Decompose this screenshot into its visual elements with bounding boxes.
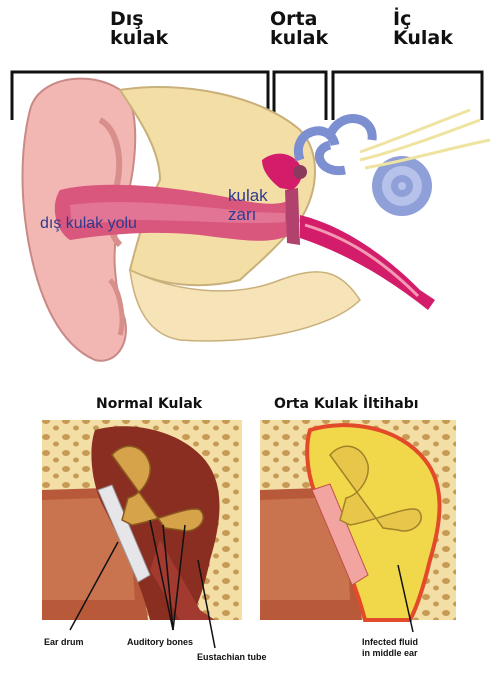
outer-ear-line-2: kulak — [110, 27, 169, 49]
lower-tissue — [129, 268, 361, 342]
eardrum-label: kulak zarı — [228, 186, 268, 224]
inner-ear-line-2: Kulak — [393, 27, 453, 49]
middle-ear-title: Orta kulak — [270, 10, 328, 48]
inner-ear-title: İç Kulak — [393, 10, 453, 48]
pointer-lines — [69, 519, 414, 649]
ear-drum-label: Ear drum — [44, 637, 84, 647]
eardrum-label-line-2: zarı — [228, 205, 257, 224]
ossicles — [262, 153, 303, 190]
infected-fluid-line-2: in middle ear — [362, 648, 418, 658]
normal-ossicles — [111, 445, 204, 532]
outer-ear-line-1: Dış — [110, 8, 144, 30]
ear-anatomy-diagram — [10, 70, 491, 362]
ossicle-bone — [293, 165, 307, 179]
eustachian-tube-label: Eustachian tube — [197, 652, 267, 662]
inner-ear-bracket — [331, 70, 484, 120]
infected-ear-panel — [260, 420, 456, 622]
cochlea — [372, 156, 432, 216]
infected-ossicles — [329, 445, 422, 532]
eustachian-tube-inner — [304, 223, 420, 298]
middle-ear-line-1: Orta — [270, 8, 318, 30]
middle-ear-line-2: kulak — [270, 27, 329, 49]
auditory-nerve — [359, 108, 491, 170]
normal-ear-drum — [97, 484, 151, 583]
ear-canal-label: dış kulak yolu — [40, 215, 137, 232]
outer-ear-bracket — [10, 70, 270, 120]
pinna-lobe-fold — [108, 278, 125, 336]
infected-ear-drum — [311, 483, 369, 586]
auditory-bones-label: Auditory bones — [127, 637, 194, 647]
eustachian-tube — [300, 215, 435, 310]
infected-fluid-line-1: Infected fluid — [362, 637, 418, 647]
ear-canal-light — [70, 202, 285, 228]
region-brackets — [10, 70, 484, 120]
normal-ear-title: Normal Kulak — [96, 396, 203, 412]
semicircular-canals — [293, 114, 377, 176]
infected-ear-title: Orta Kulak İltihabı — [274, 396, 419, 412]
eardrum-shape — [285, 188, 300, 245]
inner-ear-line-1: İç — [393, 8, 412, 30]
normal-middle-cavity — [91, 426, 220, 620]
normal-ear-panel — [42, 420, 242, 620]
eardrum-label-line-1: kulak — [228, 186, 268, 205]
infected-fluid-label: Infected fluid in middle ear — [362, 637, 418, 659]
middle-ear-bracket — [272, 70, 328, 120]
outer-ear-title: Dış kulak — [110, 10, 168, 48]
